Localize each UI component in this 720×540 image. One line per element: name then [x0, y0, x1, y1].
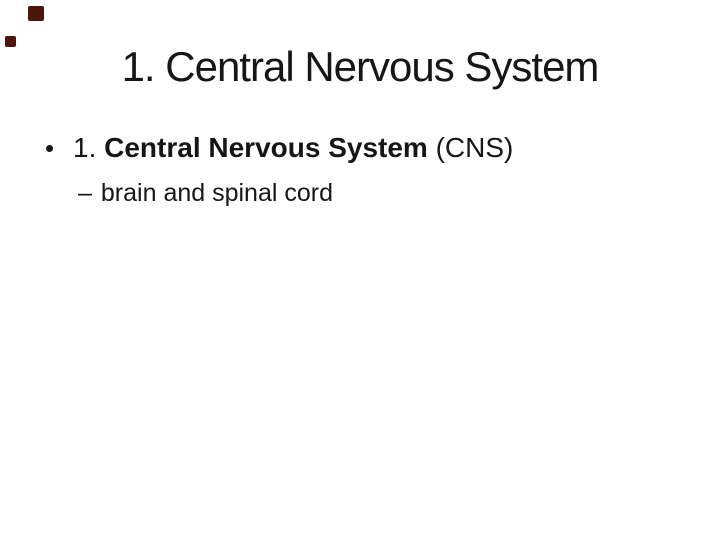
decor-square-left: [5, 36, 16, 47]
sub-bullet-item-brain-spinal-cord: – brain and spinal cord: [78, 178, 333, 208]
bullet-text-suffix: (CNS): [427, 132, 514, 163]
slide-title: 1. Central Nervous System: [121, 43, 600, 90]
bullet-text-emphasis: Central Nervous System: [104, 132, 428, 163]
decor-square-top: [28, 6, 44, 21]
sub-bullet-text: brain and spinal cord: [100, 179, 333, 207]
sub-bullet-dash-marker: –: [78, 179, 92, 207]
bullet-text-prefix: 1.: [73, 132, 105, 163]
bullet-dot-marker: •: [45, 133, 55, 163]
bullet-item-cns: • 1. Central Nervous System (CNS): [45, 131, 513, 165]
bullet-text: 1. Central Nervous System (CNS): [73, 131, 513, 165]
